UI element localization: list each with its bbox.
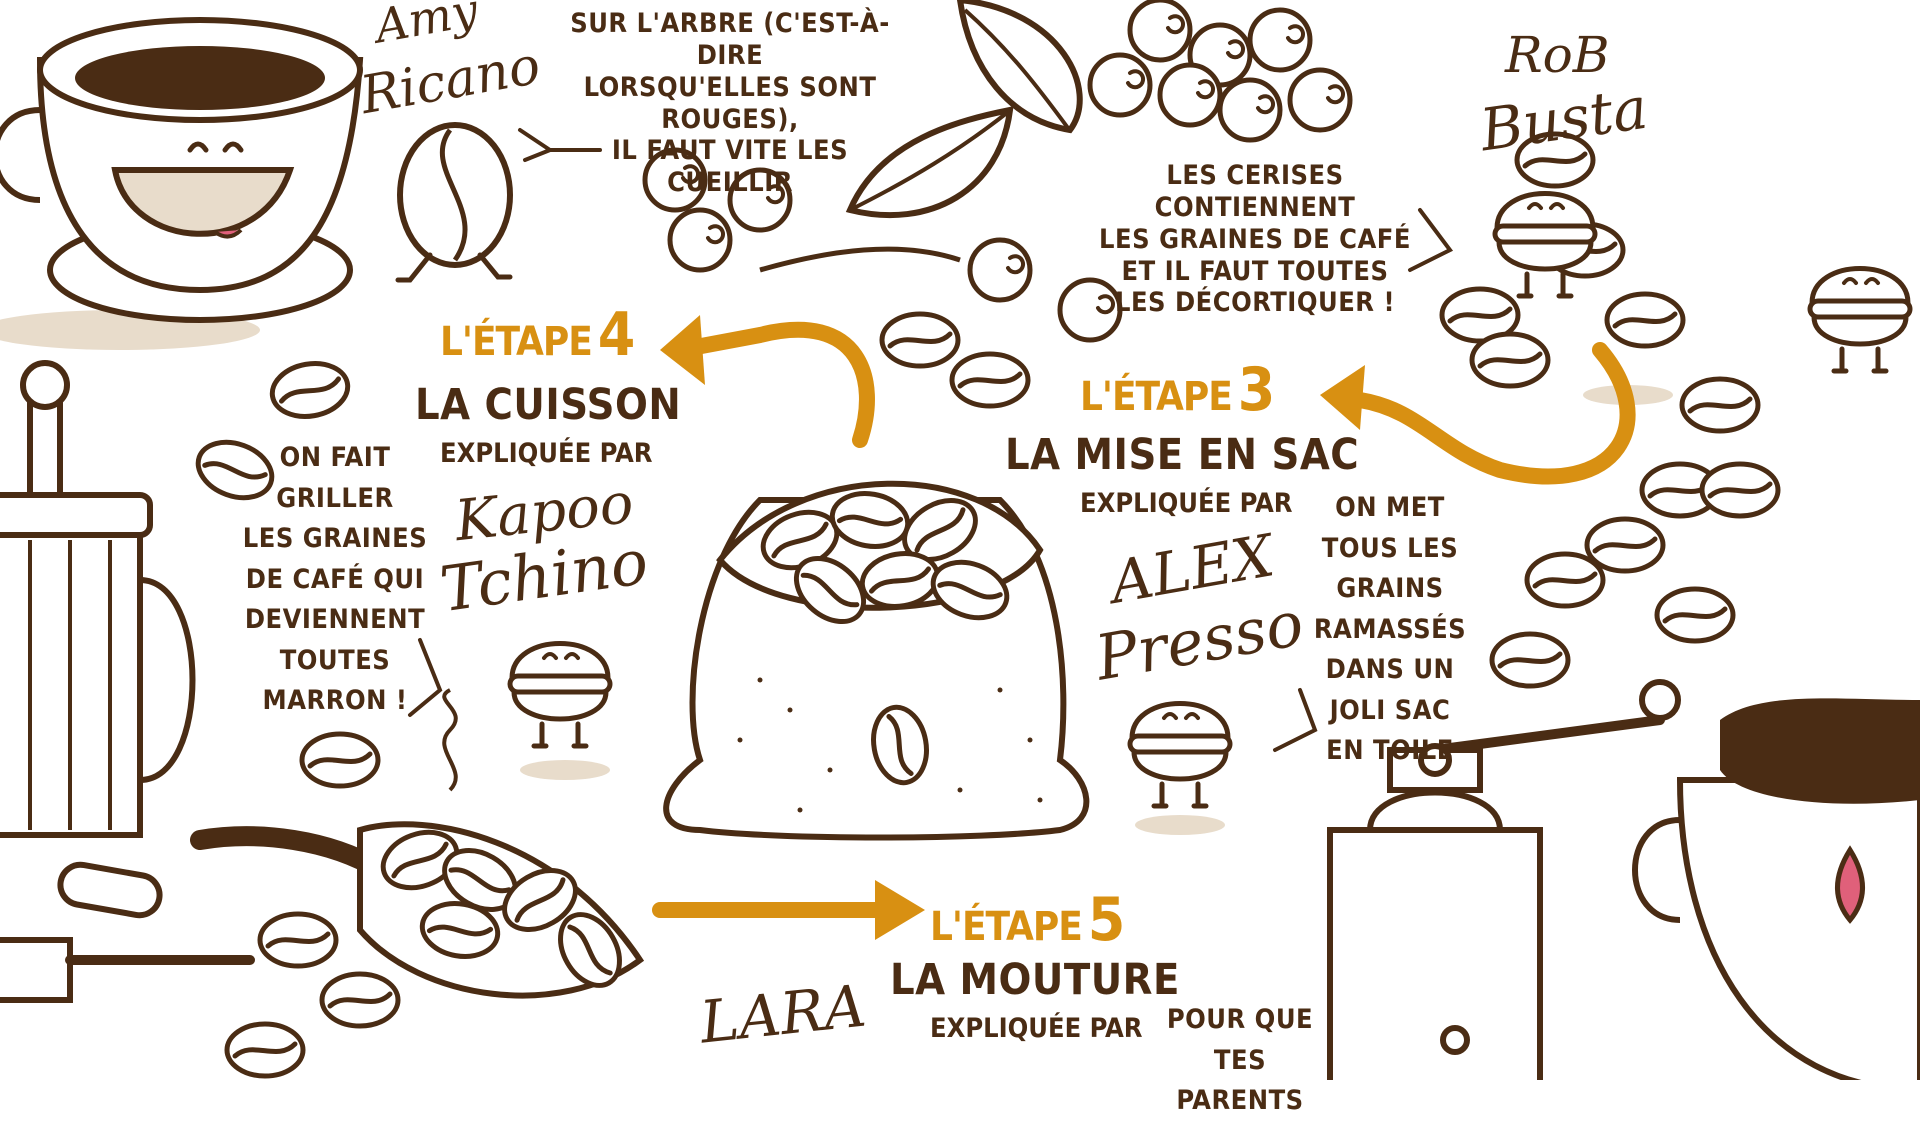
step-label: L'ÉTAPE bbox=[440, 319, 593, 365]
step-label: L'ÉTAPE bbox=[1080, 374, 1233, 420]
macaron-character-alex bbox=[1130, 704, 1230, 807]
roast-caption-line: TOUTES bbox=[279, 644, 391, 676]
step5-explained: EXPLIQUÉE PAR bbox=[930, 1013, 1143, 1044]
macaron-character-rob bbox=[1495, 194, 1595, 297]
cherries-caption: LES CERISES CONTIENNENT LES GRAINES DE C… bbox=[1090, 160, 1420, 319]
cherries-caption-line: LES CERISES CONTIENNENT bbox=[1154, 160, 1356, 223]
bag-caption-line: EN TOILE bbox=[1326, 735, 1454, 766]
bag-caption-line: JOLI SAC bbox=[1329, 694, 1451, 726]
scoop-icon bbox=[0, 861, 255, 1003]
roast-caption-line: DEVIENNENT bbox=[244, 604, 426, 635]
roast-caption-line: LES GRAINES bbox=[242, 523, 428, 554]
grind-caption-line: POUR QUE bbox=[1166, 1004, 1314, 1035]
cherries-caption-line: LES DÉCORTIQUER ! bbox=[1114, 287, 1396, 319]
step5-heading: L'ÉTAPE 5 bbox=[930, 885, 1126, 955]
bag-caption: ON MET TOUS LES GRAINS RAMASSÉS DANS UN … bbox=[1270, 488, 1510, 772]
step-number: 3 bbox=[1237, 355, 1276, 425]
step5-title: LA MOUTURE bbox=[890, 955, 1180, 1005]
step4-title: LA CUISSON bbox=[415, 380, 682, 430]
name-lara: LARA bbox=[696, 971, 870, 1057]
step4-explained: EXPLIQUÉE PAR bbox=[440, 438, 653, 469]
illustration-canvas bbox=[0, 0, 1920, 1080]
step-number: 5 bbox=[1087, 885, 1126, 955]
tree-caption-line: SUR L'ARBRE (C'EST-À-DIRE bbox=[570, 8, 890, 71]
roast-caption-line: ON FAIT bbox=[279, 442, 391, 473]
coffee-sack-icon bbox=[663, 480, 1090, 841]
grind-caption-line: TES PARENTS bbox=[1176, 1044, 1304, 1117]
bag-caption-line: DANS UN bbox=[1325, 654, 1455, 685]
roast-caption-line: MARRON ! bbox=[262, 685, 408, 716]
leaf-icon bbox=[759, 0, 1083, 273]
cup-icon bbox=[0, 17, 364, 323]
step4-heading: L'ÉTAPE 4 bbox=[440, 300, 636, 370]
step-number: 4 bbox=[597, 300, 636, 370]
roast-caption-line: GRILLER bbox=[276, 482, 394, 514]
step-label: L'ÉTAPE bbox=[930, 904, 1083, 950]
roast-caption-line: DE CAFÉ QUI bbox=[245, 563, 425, 595]
macaron-character-kapoo bbox=[510, 644, 610, 747]
step3-explained: EXPLIQUÉE PAR bbox=[1080, 488, 1293, 519]
coffee-bean-character-amy bbox=[395, 122, 513, 283]
bag-caption-line: RAMASSÉS bbox=[1313, 613, 1467, 645]
cup-icon bbox=[1632, 698, 1920, 1080]
cherries-caption-line: LES GRAINES DE CAFÉ bbox=[1099, 223, 1411, 255]
bag-caption-line: TOUS LES GRAINS bbox=[1321, 532, 1459, 605]
grind-caption: POUR QUE TES PARENTS bbox=[1160, 1000, 1320, 1122]
cherries-caption-line: ET IL FAUT TOUTES bbox=[1121, 255, 1389, 287]
french-press-icon bbox=[0, 360, 196, 838]
macaron-character bbox=[1810, 269, 1910, 372]
step3-heading: L'ÉTAPE 3 bbox=[1080, 355, 1276, 425]
tree-caption-line: IL FAUT VITE LES CUEILLIR bbox=[611, 135, 849, 199]
name-rob: RoB bbox=[1505, 26, 1610, 84]
tree-caption-line: LORSQU'ELLES SONT ROUGES), bbox=[583, 71, 877, 135]
bag-caption-line: ON MET bbox=[1335, 492, 1445, 523]
tree-caption: SUR L'ARBRE (C'EST-À-DIRE LORSQU'ELLES S… bbox=[550, 8, 910, 199]
roast-caption: ON FAIT GRILLER LES GRAINES DE CAFÉ QUI … bbox=[240, 438, 430, 722]
arrow-icon bbox=[652, 321, 1636, 918]
step3-title: LA MISE EN SAC bbox=[1005, 430, 1360, 480]
coffee-grinder-icon bbox=[1327, 679, 1681, 1080]
roasting-scoop bbox=[190, 688, 645, 999]
